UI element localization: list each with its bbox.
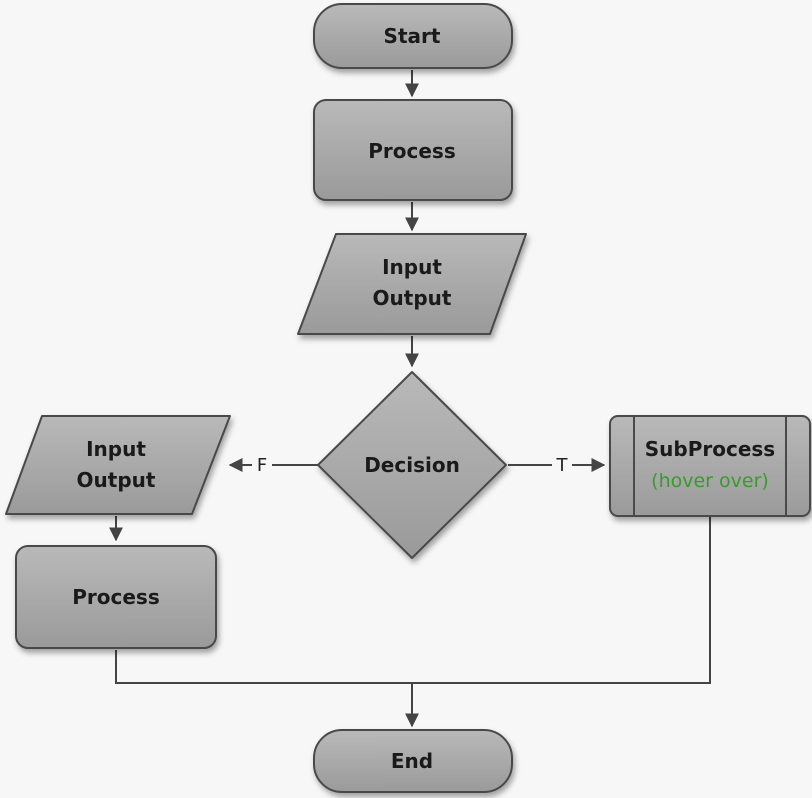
edge-label-true-group: T — [552, 454, 572, 476]
subprocess-hover-link[interactable]: (hover over) — [651, 470, 769, 492]
start-node[interactable]: Start — [313, 3, 513, 69]
process-left-label: Process — [72, 585, 160, 609]
edge-label-false-group: F — [252, 454, 272, 476]
start-label: Start — [384, 24, 441, 48]
io-left-shape — [5, 415, 231, 515]
decision-diamond-shape — [317, 371, 507, 559]
end-label: End — [391, 749, 433, 773]
end-terminal-shape — [313, 729, 513, 793]
start-terminal-shape — [313, 3, 513, 69]
io-left-line2: Output — [77, 468, 156, 492]
io-center-line2: Output — [373, 286, 452, 310]
edge-label-false: F — [257, 455, 267, 476]
process-left-node[interactable]: Process — [15, 545, 217, 649]
io-center-node[interactable]: Input Output — [297, 233, 527, 335]
process-top-label: Process — [368, 139, 456, 163]
subprocess-shape — [609, 415, 811, 517]
end-node[interactable]: End — [313, 729, 513, 793]
edge-left-process-to-merge — [115, 650, 412, 684]
decision-label: Decision — [364, 453, 460, 477]
edge-subprocess-to-merge — [412, 516, 711, 684]
io-center-line1: Input — [382, 255, 442, 279]
process-top-node[interactable]: Process — [313, 99, 513, 201]
subprocess-node[interactable]: SubProcess (hover over) — [609, 415, 811, 517]
process-top-shape — [313, 99, 513, 201]
edge-label-true: T — [556, 455, 569, 476]
io-left-line1: Input — [86, 437, 146, 461]
process-left-shape — [15, 545, 217, 649]
subprocess-line1: SubProcess — [645, 437, 775, 461]
decision-node[interactable]: Decision — [317, 371, 507, 559]
io-center-shape — [297, 233, 527, 335]
io-left-node[interactable]: Input Output — [5, 415, 231, 515]
